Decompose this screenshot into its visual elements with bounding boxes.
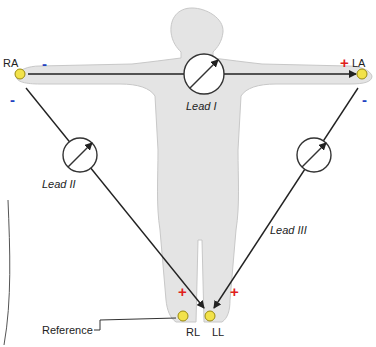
lead-i-needle [190,60,218,88]
electrode-name: RL [186,326,200,338]
lead-i-meter [184,54,224,94]
lead-ii-needle [68,143,92,167]
lead-iii-meter [297,138,331,172]
electrode-rl [178,311,188,321]
polarity-sign: + [178,284,187,299]
electrode-name: LL [212,326,224,338]
lead-name: Lead II [42,178,76,190]
polarity-sign: - [42,56,47,71]
polarity-sign: - [10,92,15,107]
polarity-sign: + [340,55,349,70]
electrode-la [357,69,367,79]
reference-label: Reference [42,324,93,336]
polarity-sign: + [230,284,239,299]
lead-iii-needle [302,143,326,167]
reference-bracket [94,318,176,330]
polarity-sign: - [362,92,367,107]
lead-ii-line [26,88,204,308]
electrode-ll [205,311,215,321]
body-silhouette [16,8,372,322]
lead-name: Lead III [270,224,307,236]
electrode-name: LA [352,57,365,69]
lead-ii-meter [63,138,97,172]
lead-iii-line [214,88,358,308]
electrode-name: RA [3,57,18,69]
electrode-ra [15,69,25,79]
lead-name: Lead I [186,100,217,112]
edge-outline [4,200,10,345]
